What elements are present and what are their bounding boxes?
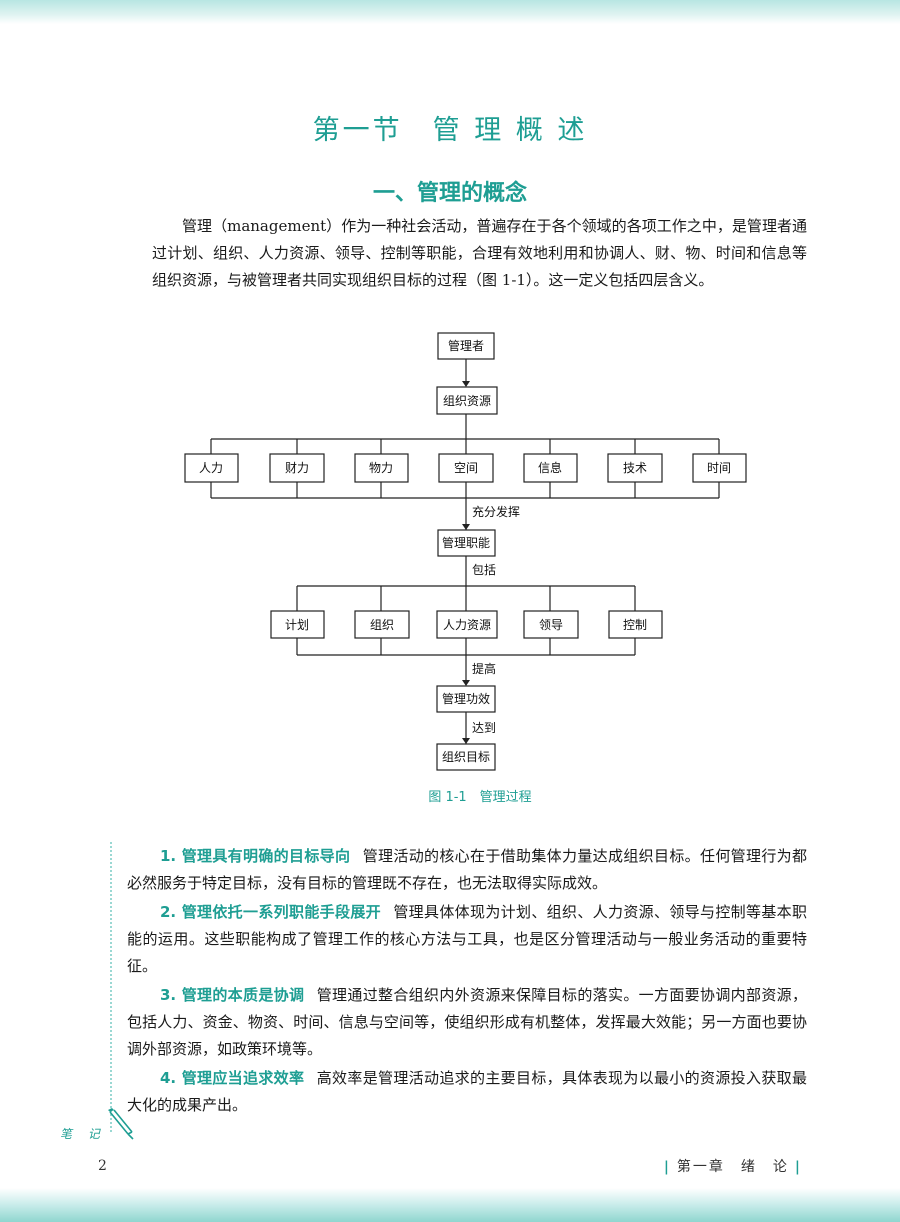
- resource-label: 财力: [285, 461, 309, 475]
- intro-paragraph: 管理（management）作为一种社会活动，普遍存在于各个领域的各项工作之中，…: [152, 213, 807, 294]
- notes-margin-line: [110, 842, 112, 1132]
- point-text: 管理活动的核心在于借助集体力量达成组织目标。任何管理行为都必然服务于特定目标，没…: [127, 847, 807, 892]
- point-item: 2. 管理依托一系列职能手段展开管理具体体现为计划、组织、人力资源、领导与控制等…: [127, 899, 807, 980]
- function-label: 控制: [623, 618, 647, 632]
- node-org-goal-label: 组织目标: [442, 750, 490, 764]
- running-head-text: 第一章 绪 论: [676, 1159, 789, 1175]
- node-function-organize-box: [354, 610, 410, 639]
- pen-icon: [107, 1108, 134, 1140]
- notes-marker: 笔 记: [60, 1108, 136, 1142]
- point-text: 管理具体体现为计划、组织、人力资源、领导与控制等基本职能的运用。这些职能构成了管…: [127, 903, 807, 975]
- section-title: 第一节 管 理 概 述: [312, 115, 588, 146]
- figure-caption: 图 1-1 管理过程: [428, 790, 532, 805]
- point-item: 4. 管理应当追求效率高效率是管理活动追求的主要目标，具体表现为以最小的资源投入…: [127, 1065, 807, 1119]
- definition-points: 1. 管理具有明确的目标导向管理活动的核心在于借助集体力量达成组织目标。任何管理…: [127, 843, 807, 1121]
- function-label: 人力资源: [443, 618, 491, 632]
- resource-label: 技术: [623, 461, 647, 475]
- point-item: 1. 管理具有明确的目标导向管理活动的核心在于借助集体力量达成组织目标。任何管理…: [127, 843, 807, 897]
- node-function-lead-box: [523, 610, 579, 639]
- edge-label-achieve: 达到: [472, 721, 496, 735]
- intro-text: 管理（management）作为一种社会活动，普遍存在于各个领域的各项工作之中，…: [152, 217, 807, 289]
- page-number: 2: [98, 1158, 107, 1174]
- edge-label-improve: 提高: [472, 661, 496, 676]
- function-label: 组织: [370, 618, 394, 632]
- node-org-resources-label: 组织资源: [443, 394, 491, 408]
- point-item: 3. 管理的本质是协调管理通过整合组织内外资源来保障目标的落实。一方面要协调内部…: [127, 982, 807, 1063]
- point-heading: 2. 管理依托一系列职能手段展开: [160, 903, 382, 921]
- bottom-decorative-band: [0, 1188, 900, 1222]
- node-mgmt-functions-label: 管理职能: [442, 535, 490, 550]
- resource-label: 时间: [707, 461, 731, 475]
- resource-label: 空间: [454, 461, 478, 475]
- resource-label: 信息: [538, 460, 562, 475]
- divider-bar: |: [794, 1159, 802, 1175]
- point-text: 管理通过整合组织内外资源来保障目标的落实。一方面要协调内部资源，包括人力、资金、…: [127, 986, 807, 1058]
- point-text: 高效率是管理活动追求的主要目标，具体表现为以最小的资源投入获取最大化的成果产出。: [127, 1069, 807, 1114]
- resource-label: 物力: [369, 461, 393, 475]
- resource-label: 人力: [199, 461, 223, 475]
- notes-label: 笔 记: [60, 1127, 106, 1141]
- point-heading: 3. 管理的本质是协调: [160, 986, 305, 1004]
- node-manager-label: 管理者: [448, 338, 484, 353]
- management-process-diagram: 管理者 组织资源 人力 财力 物力 空间 信息 技术 时间 管理职能 计划 组织…: [0, 320, 900, 784]
- top-decorative-band: [0, 0, 900, 24]
- subsection-title: 一、管理的概念: [372, 181, 527, 206]
- edge-label-utilize: 充分发挥: [472, 504, 520, 519]
- divider-bar: |: [663, 1159, 671, 1175]
- flowchart-svg: 管理者 组织资源 人力 财力 物力 空间 信息 技术 时间 管理职能 计划 组织…: [184, 332, 747, 771]
- node-org-resources-box: [436, 386, 498, 415]
- point-heading: 4. 管理应当追求效率: [160, 1069, 305, 1087]
- running-head: | 第一章 绪 论 |: [658, 1156, 808, 1176]
- function-label: 领导: [539, 618, 563, 632]
- edge-label-include: 包括: [472, 562, 496, 577]
- node-mgmt-efficacy-label: 管理功效: [442, 691, 490, 706]
- node-function-hr-box: [436, 610, 498, 639]
- point-heading: 1. 管理具有明确的目标导向: [160, 847, 351, 865]
- function-label: 计划: [285, 618, 309, 632]
